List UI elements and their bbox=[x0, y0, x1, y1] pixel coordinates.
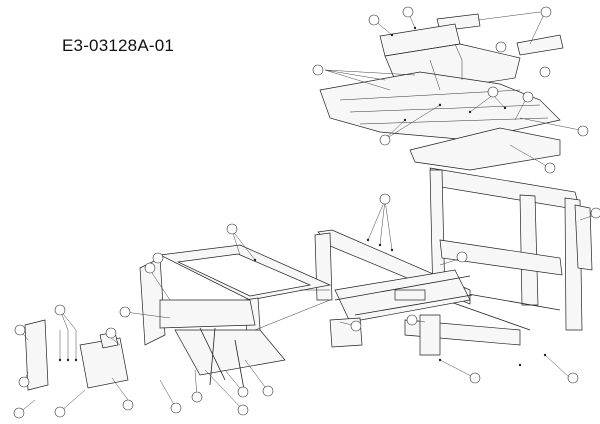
callout-bubble bbox=[379, 134, 391, 146]
callout-bubble bbox=[522, 91, 534, 103]
front-left-post bbox=[139, 257, 166, 346]
callout-bubble bbox=[170, 402, 182, 414]
front-top-opening bbox=[176, 253, 312, 297]
rear-top-rail bbox=[429, 167, 581, 211]
front-lower-panel bbox=[159, 299, 256, 329]
diagram-code-label: E3-03128A-01 bbox=[62, 36, 175, 55]
callout-bubble bbox=[495, 41, 507, 53]
callout-bubble bbox=[237, 404, 249, 416]
callout-bubble bbox=[54, 304, 66, 316]
mid-frame-assembly bbox=[314, 229, 473, 348]
callout-bubble bbox=[540, 6, 552, 18]
callout-bubble bbox=[226, 223, 238, 235]
front-support-legs bbox=[199, 327, 246, 396]
panel-fold-lines bbox=[429, 43, 463, 91]
callout-bubble bbox=[539, 66, 551, 78]
callout-bubble bbox=[14, 324, 26, 336]
callout-bubble bbox=[487, 86, 499, 98]
callout-bubble bbox=[312, 64, 324, 76]
callout-bubble bbox=[469, 372, 481, 384]
left-end-plate bbox=[24, 319, 49, 391]
callout-bubble bbox=[368, 14, 380, 26]
rear-frame-assembly bbox=[404, 167, 593, 356]
callout-bubble bbox=[590, 207, 600, 219]
rear-bracket bbox=[419, 314, 441, 356]
callout-bubble bbox=[379, 193, 391, 205]
left-bolts bbox=[59, 330, 77, 360]
mid-rail-edges bbox=[334, 275, 473, 316]
rear-floor-panel bbox=[409, 127, 561, 171]
callout-leaders bbox=[18, 11, 596, 414]
small-side-plate bbox=[516, 34, 564, 56]
mid-cutout bbox=[394, 289, 426, 301]
callout-bubble bbox=[406, 314, 418, 326]
callout-bubble bbox=[577, 125, 589, 137]
leader-lines bbox=[18, 11, 596, 414]
front-frame-assembly bbox=[139, 244, 332, 396]
callout-bubble bbox=[13, 407, 25, 419]
front-skid-plate bbox=[174, 329, 286, 376]
callout-bubble bbox=[262, 385, 274, 397]
callout-bubble bbox=[402, 6, 414, 18]
front-cross-lines bbox=[254, 289, 331, 331]
callout-bubble bbox=[54, 406, 66, 418]
callout-bubble bbox=[567, 372, 579, 384]
callout-bubble bbox=[144, 262, 156, 274]
callout-bubble bbox=[544, 162, 556, 174]
callout-bubble bbox=[105, 327, 117, 339]
callout-bubble bbox=[456, 251, 468, 263]
rear-mid-post bbox=[519, 194, 539, 306]
callout-bubble bbox=[18, 376, 30, 388]
callout-bubble bbox=[119, 306, 131, 318]
callout-bubble bbox=[191, 391, 203, 403]
lower-left-parts bbox=[24, 319, 129, 391]
rear-side-plate bbox=[574, 204, 593, 271]
rear-cross-member bbox=[439, 239, 563, 276]
callout-bubble bbox=[237, 386, 249, 398]
callout-bubble bbox=[122, 399, 134, 411]
fastener-dots bbox=[58, 26, 547, 367]
callout-bubbles bbox=[13, 6, 600, 419]
callout-bubble bbox=[350, 320, 362, 332]
callout-bubble bbox=[152, 252, 164, 264]
